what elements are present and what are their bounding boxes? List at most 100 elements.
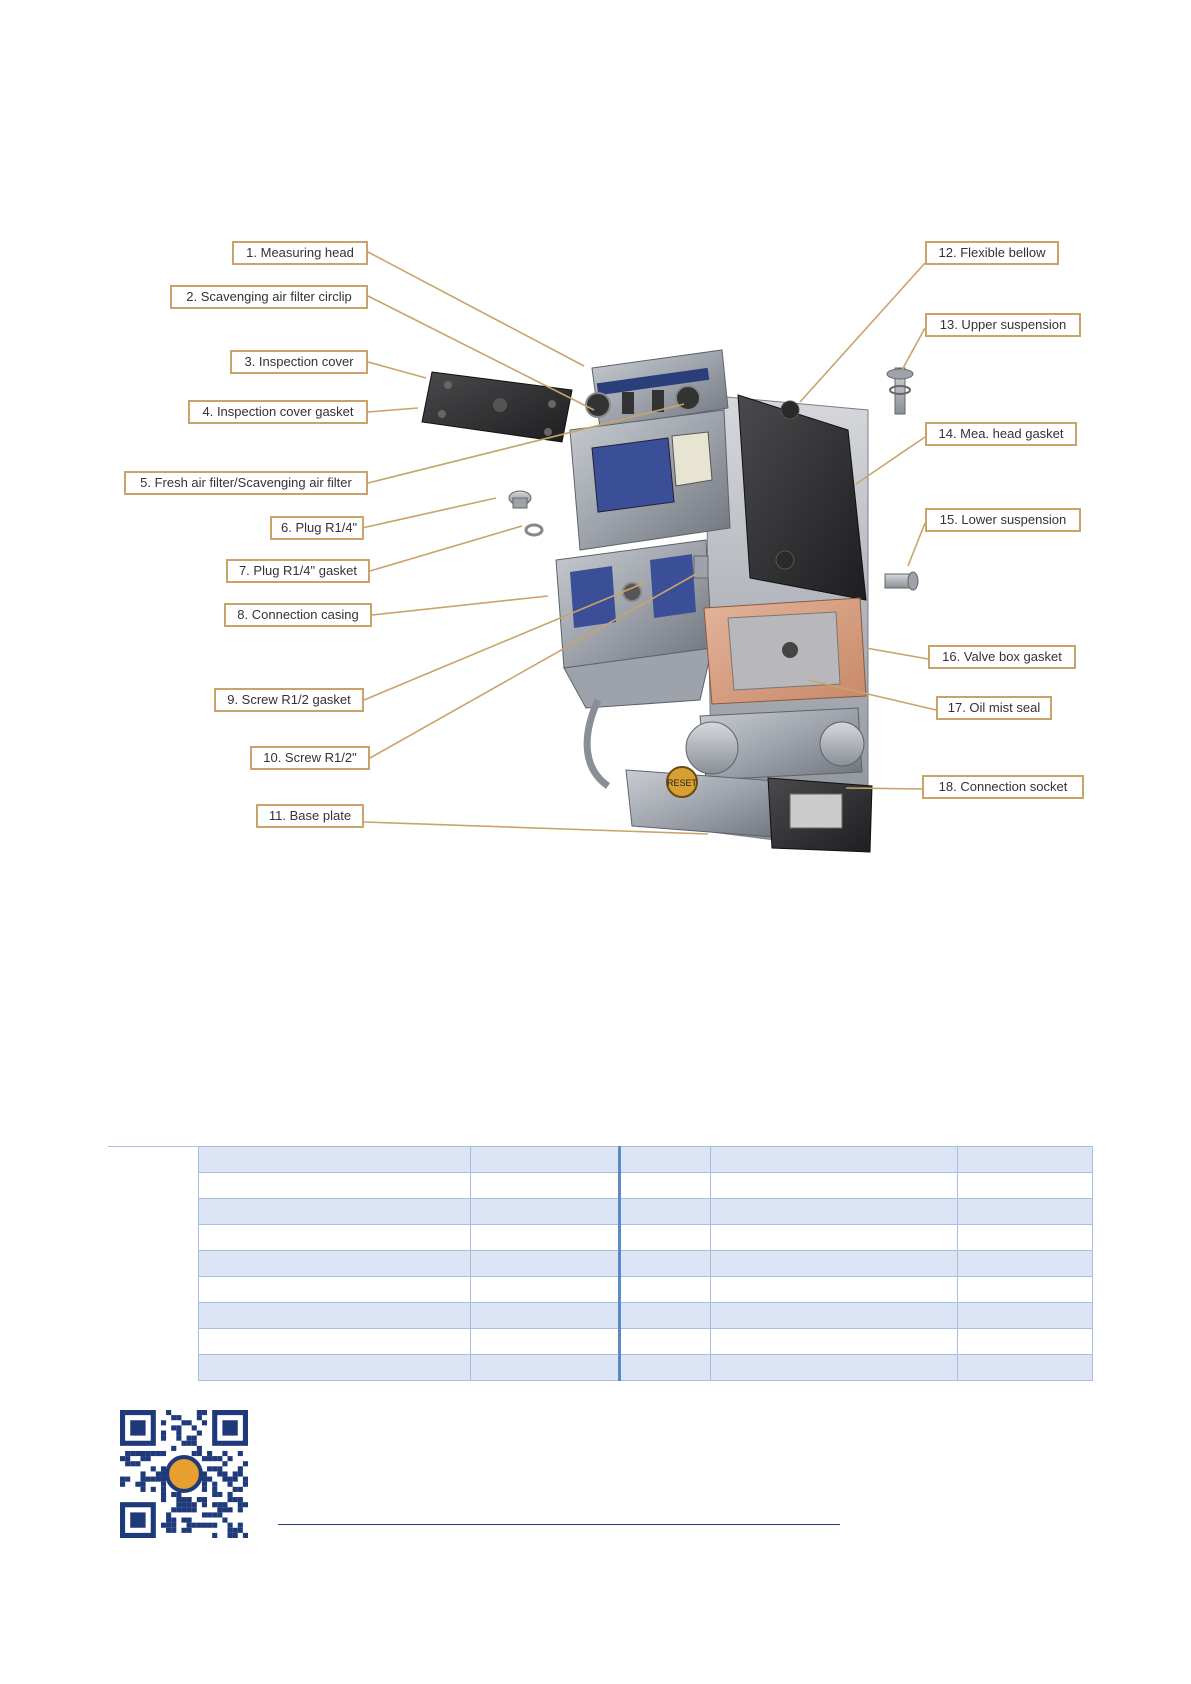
qr-module xyxy=(227,1491,233,1498)
label-oil-mist-seal: 17. Oil mist seal xyxy=(936,696,1052,720)
table-cell xyxy=(619,1302,711,1329)
qr-module xyxy=(201,1456,208,1462)
table-row xyxy=(198,1172,1093,1199)
qr-module xyxy=(150,1466,156,1472)
table-cell xyxy=(619,1328,711,1355)
table-cell xyxy=(957,1224,1093,1251)
label-mea-head-gasket: 14. Mea. head gasket xyxy=(925,422,1077,446)
qr-code xyxy=(120,1410,248,1538)
qr-module xyxy=(201,1476,208,1482)
qr-module xyxy=(217,1471,223,1477)
table-cell xyxy=(957,1302,1093,1329)
qr-module xyxy=(237,1522,243,1528)
table-cell xyxy=(470,1250,621,1277)
qr-module xyxy=(232,1476,238,1482)
qr-finder-pattern xyxy=(222,1420,238,1436)
qr-module xyxy=(207,1450,213,1457)
table-cell xyxy=(470,1172,621,1199)
qr-module xyxy=(212,1502,218,1508)
qr-module xyxy=(186,1440,192,1446)
table-cell xyxy=(710,1224,958,1251)
table-cell xyxy=(710,1276,958,1303)
upper-suspension xyxy=(886,367,914,415)
qr-module xyxy=(222,1461,228,1467)
table-cell xyxy=(470,1354,621,1381)
qr-module xyxy=(171,1527,177,1533)
qr-finder-pattern xyxy=(130,1512,146,1528)
table-cell xyxy=(198,1198,471,1225)
valve-body xyxy=(685,707,865,781)
qr-module xyxy=(227,1497,233,1503)
qr-module xyxy=(176,1430,182,1436)
qr-module xyxy=(135,1481,141,1487)
qr-module xyxy=(186,1507,192,1513)
qr-module xyxy=(227,1522,233,1528)
qr-module xyxy=(176,1491,182,1498)
table-cell xyxy=(710,1250,958,1277)
qr-module xyxy=(201,1471,208,1477)
connection-casing xyxy=(555,539,713,709)
qr-module xyxy=(212,1532,218,1538)
table-cell xyxy=(619,1354,711,1381)
qr-module xyxy=(181,1420,187,1426)
qr-module xyxy=(160,1466,167,1472)
table-cell xyxy=(957,1172,1093,1199)
qr-module xyxy=(140,1476,146,1482)
qr-module xyxy=(191,1440,197,1446)
qr-module xyxy=(150,1476,156,1482)
label-inspection-cover-gasket: 4. Inspection cover gasket xyxy=(188,400,368,424)
qr-module xyxy=(207,1456,213,1462)
qr-module xyxy=(191,1435,197,1441)
qr-module xyxy=(196,1450,202,1457)
qr-module xyxy=(217,1502,223,1508)
qr-module xyxy=(217,1456,223,1462)
qr-module xyxy=(237,1502,243,1508)
table-row xyxy=(198,1328,1093,1355)
label-connection-casing: 8. Connection casing xyxy=(224,603,372,627)
qr-module xyxy=(181,1502,187,1508)
qr-module xyxy=(196,1410,202,1416)
label-flexible-bellow: 12. Flexible bellow xyxy=(925,241,1059,265)
qr-module xyxy=(237,1527,243,1533)
qr-module xyxy=(212,1522,218,1528)
label-base-plate: 11. Base plate xyxy=(256,804,364,828)
qr-module xyxy=(181,1527,187,1533)
qr-module xyxy=(191,1502,197,1508)
qr-module xyxy=(171,1507,177,1513)
qr-module xyxy=(130,1450,136,1457)
qr-module xyxy=(181,1440,187,1446)
qr-module xyxy=(166,1517,172,1523)
qr-module xyxy=(212,1486,218,1492)
table-cell xyxy=(710,1146,958,1173)
table-top-rule xyxy=(108,1146,198,1147)
qr-module xyxy=(150,1450,156,1457)
qr-module xyxy=(232,1527,238,1533)
screw-r12 xyxy=(693,555,709,579)
qr-module xyxy=(125,1450,131,1457)
qr-module xyxy=(207,1522,213,1528)
label-fresh-air-filter: 5. Fresh air filter/Scavenging air filte… xyxy=(124,471,368,495)
qr-module xyxy=(155,1476,161,1482)
qr-module xyxy=(186,1497,192,1503)
qr-module xyxy=(201,1410,208,1416)
connection-socket: RESET xyxy=(625,766,873,853)
qr-module xyxy=(176,1425,182,1431)
leader-lines xyxy=(361,251,937,835)
qr-module xyxy=(191,1507,197,1513)
valve-box-gasket xyxy=(703,597,867,705)
table-cell xyxy=(470,1224,621,1251)
table-cell xyxy=(619,1276,711,1303)
qr-module xyxy=(120,1476,126,1482)
qr-module xyxy=(242,1502,248,1508)
table-cell xyxy=(470,1146,621,1173)
label-measuring-head: 1. Measuring head xyxy=(232,241,368,265)
table-cell xyxy=(198,1276,471,1303)
qr-module xyxy=(160,1522,167,1528)
qr-module xyxy=(145,1450,151,1457)
qr-module xyxy=(186,1435,192,1441)
qr-module xyxy=(186,1522,192,1528)
table-cell xyxy=(198,1302,471,1329)
reset-button-text: RESET xyxy=(667,778,698,788)
table-cell xyxy=(470,1198,621,1225)
table-cell xyxy=(957,1198,1093,1225)
